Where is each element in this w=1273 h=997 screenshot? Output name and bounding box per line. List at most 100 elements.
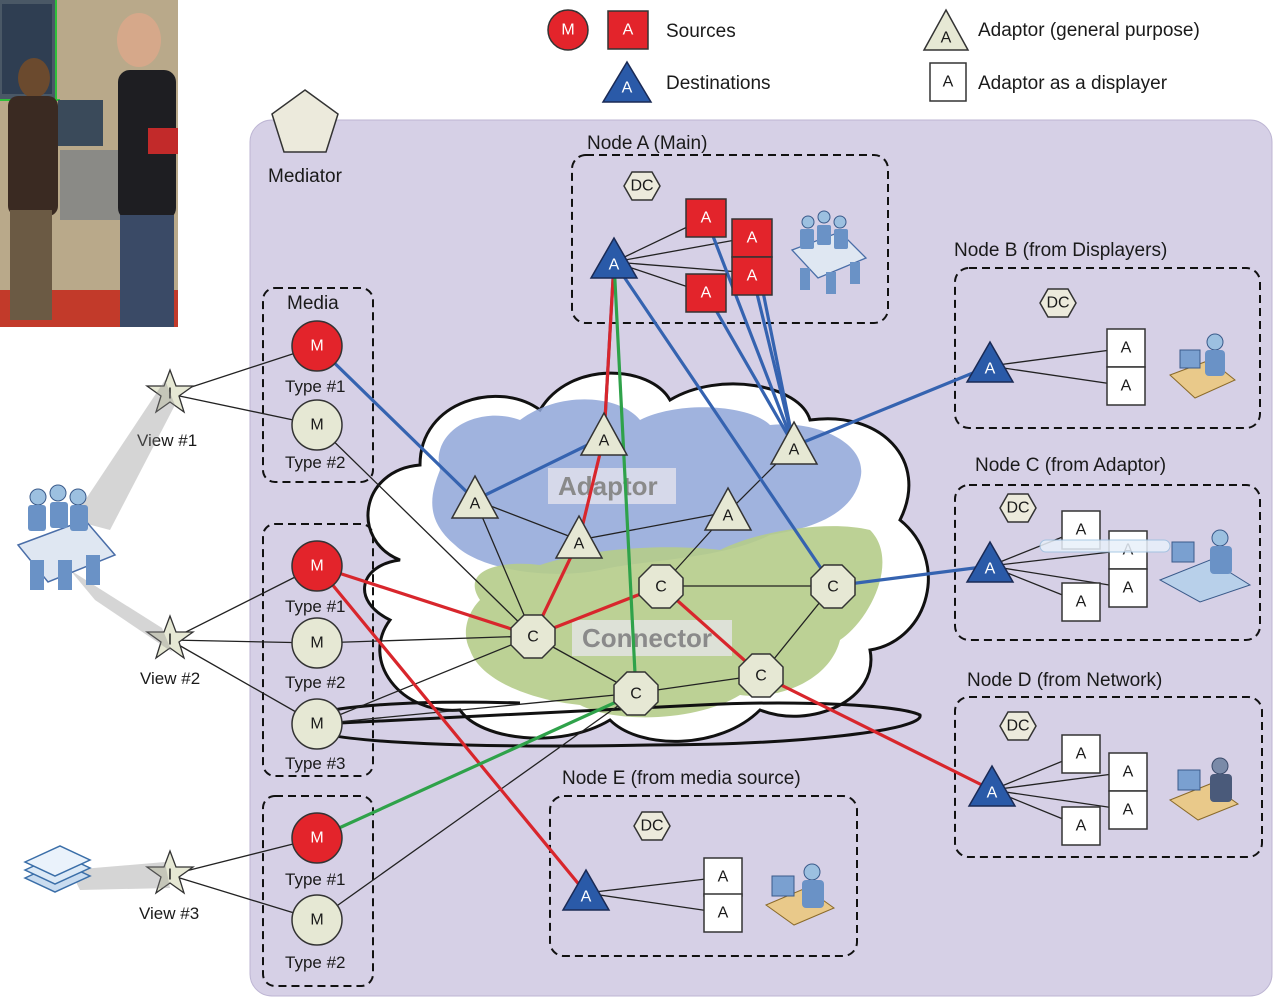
node-d-dc: DC (999, 711, 1037, 741)
node-a-source-2-glyph: A (747, 230, 758, 247)
mediator-label: Mediator (268, 166, 343, 187)
media-6-type-label: Type #1 (285, 870, 346, 889)
meeting-group-icon (16, 484, 117, 590)
node-a-source-3-glyph: A (747, 268, 758, 285)
node-c-display-beam (1039, 539, 1171, 553)
connector-2-glyph: C (655, 579, 667, 596)
connector-5-glyph: C (755, 668, 767, 685)
connector-1-glyph: C (527, 629, 539, 646)
node-e-displayer-2-glyph: A (718, 905, 729, 922)
node-e-dc-glyph: DC (640, 818, 663, 835)
node-c-person-at-computer-icon (1158, 529, 1252, 603)
legend-adaptor-glyph: A (623, 22, 634, 39)
media-5-type-label: Type #3 (285, 754, 346, 773)
node-a-destination-glyph: A (609, 257, 620, 274)
node-d-destination-glyph: A (987, 785, 998, 802)
connector-5: C (738, 653, 784, 698)
node-c-displayer-4 (1061, 582, 1101, 622)
view-3-beam (70, 862, 170, 890)
node-c-displayer-4-glyph: A (1076, 594, 1087, 611)
node-c-destination-glyph: A (985, 561, 996, 578)
node-a-dc: DC (623, 171, 661, 201)
node-a-box (571, 154, 889, 324)
legend-general-adaptor-icon (922, 8, 970, 51)
node-b-displayer-2 (1106, 366, 1146, 406)
node-d-displayer-4-glyph: A (1076, 818, 1087, 835)
adaptor-5-glyph: A (789, 442, 800, 459)
node-b-box (954, 267, 1261, 429)
view-1-star-icon: I (144, 368, 196, 414)
media-6-glyph: M (310, 830, 323, 847)
node-d-displayer-2-glyph: A (1123, 764, 1134, 781)
node-a-dc-glyph: DC (630, 178, 653, 195)
node-b-destination-glyph: A (985, 361, 996, 378)
node-c-dc: DC (999, 493, 1037, 523)
view-2-label: View #2 (140, 669, 200, 688)
view-3-glyph: I (168, 867, 172, 884)
media-3-glyph: M (310, 558, 323, 575)
legend-destination-icon (601, 60, 653, 103)
adaptor-2-glyph: A (599, 433, 610, 450)
legend-general-adaptor-glyph: A (941, 30, 952, 47)
node-a-sources: A A A A (685, 198, 773, 313)
legend: M A Sources A Destinations A Adaptor (ge… (547, 8, 1200, 103)
media-2-glyph: M (310, 417, 323, 434)
node-e-destination-glyph: A (581, 889, 592, 906)
node-d-person-at-computer-icon (1168, 757, 1240, 821)
legend-destinations-label: Destinations (666, 73, 771, 94)
legend-displayer-glyph: A (943, 74, 954, 91)
media-5-glyph: M (310, 716, 323, 733)
node-d-displayer-3-glyph: A (1123, 802, 1134, 819)
node-d-label: Node D (from Network) (967, 670, 1162, 691)
connector-4-glyph: C (630, 686, 642, 703)
connector-3-glyph: C (827, 579, 839, 596)
connector-cloud-label: Connector (582, 623, 712, 653)
node-a-meeting-icon (790, 210, 868, 294)
node-b-displayer-1-glyph: A (1121, 340, 1132, 357)
view-1-glyph: I (168, 386, 172, 403)
node-d-displayer-2 (1108, 752, 1148, 792)
node-d-displayer-1-glyph: A (1076, 746, 1087, 763)
media-3-type-label: Type #1 (285, 597, 346, 616)
node-b-dc: DC (1039, 288, 1077, 318)
node-d-displayer-1 (1061, 734, 1101, 774)
connector-1: C (510, 614, 556, 659)
connector-3: C (810, 564, 856, 609)
adaptor-3: A (554, 514, 604, 559)
node-e-displayer-2 (703, 893, 743, 933)
media-4-type-label: Type #2 (285, 673, 346, 692)
node-a-source-4-glyph: A (701, 285, 712, 302)
node-a-destination: A (589, 236, 639, 279)
node-e-person-at-computer-icon (764, 863, 836, 926)
media-2-type-label: Type #2 (285, 453, 346, 472)
media-box-2 (262, 523, 374, 777)
node-c-box (954, 484, 1261, 641)
adaptor-3-glyph: A (574, 536, 585, 553)
media-4: M (291, 617, 343, 669)
media-source-3: M (291, 540, 343, 592)
legend-adaptor-source-icon (607, 10, 649, 50)
node-e-displayer-1-glyph: A (718, 869, 729, 886)
legend-displayer-label: Adaptor as a displayer (978, 73, 1168, 94)
node-c-displayer-1-glyph: A (1076, 522, 1087, 539)
media-4-glyph: M (310, 635, 323, 652)
view-1-label: View #1 (137, 431, 197, 450)
view-1-beam (72, 380, 175, 530)
node-e-dc: DC (633, 811, 671, 841)
connections (169, 216, 1129, 921)
adaptor-5: A (769, 420, 819, 465)
media-1-type-label: Type #1 (285, 377, 346, 396)
legend-displayer-adaptor-icon (929, 62, 967, 102)
adaptor-4: A (703, 486, 753, 531)
node-e-destination: A (561, 868, 611, 911)
node-b-displayer-2-glyph: A (1121, 378, 1132, 395)
media-7-type-label: Type #2 (285, 953, 346, 972)
media-2: M (291, 399, 343, 451)
photo-of-people-icon (0, 0, 178, 327)
view-3-star-icon: I (144, 849, 196, 895)
node-c-displayer-3 (1108, 568, 1148, 608)
node-a-source-2 (731, 218, 773, 258)
legend-destination-glyph: A (622, 80, 633, 97)
